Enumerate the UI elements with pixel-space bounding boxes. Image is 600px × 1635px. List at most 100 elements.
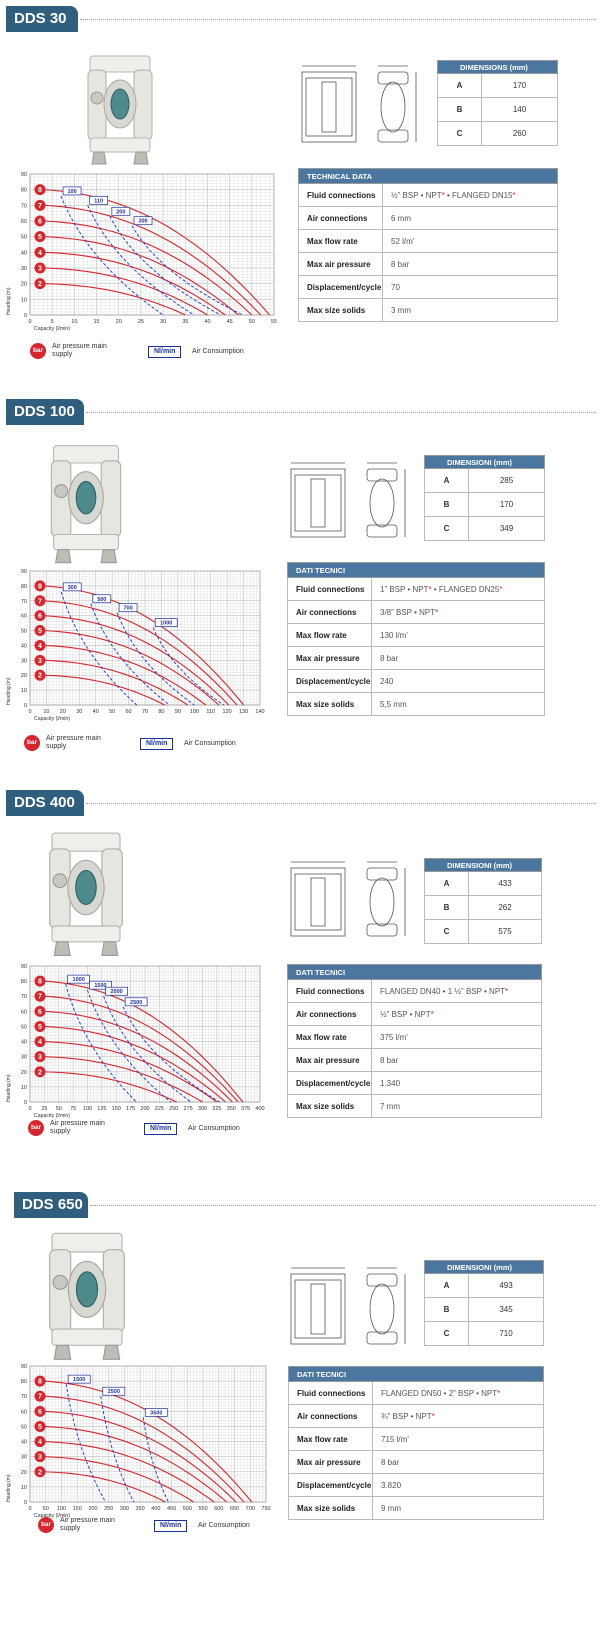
pressure-label-badge <box>34 595 46 607</box>
pressure-label-badge <box>34 1375 46 1387</box>
pressure-label: 8 <box>38 1379 42 1386</box>
pressure-label-badge <box>34 625 46 637</box>
x-tick-label: 125 <box>97 1106 106 1112</box>
x-tick-label: 550 <box>198 1506 207 1512</box>
front-view-outline <box>301 71 357 143</box>
x-tick-label: 30 <box>76 709 82 715</box>
pressure-label: 7 <box>38 1394 42 1401</box>
section-title: DDS 30 <box>6 6 78 32</box>
pump-foot <box>102 1344 121 1360</box>
pressure-label-badge <box>34 231 46 243</box>
air-label: 1000 <box>160 621 172 627</box>
pressure-label: 5 <box>38 1024 42 1031</box>
tech-value: 1” BSP • NPT* • FLANGED DN25* <box>371 577 545 601</box>
pump-port <box>54 484 69 499</box>
pump-image <box>87 55 153 165</box>
x-tick-label: 50 <box>43 1506 49 1512</box>
air-label: 200 <box>116 209 125 215</box>
tech-key: Air connections <box>287 1002 372 1026</box>
pump-right-chamber <box>102 1249 125 1332</box>
air-label: 1500 <box>73 1377 85 1383</box>
pressure-label-badge <box>34 1420 46 1432</box>
pressure-label: 4 <box>38 1039 42 1046</box>
x-tick-label: 10 <box>43 709 49 715</box>
chart-legend: bar Air pressure main supply Nl/min Air … <box>28 1120 288 1140</box>
air-consumption-curve <box>103 996 192 1103</box>
plot-frame <box>29 570 261 706</box>
pressure-legend-text: Air pressure main supply <box>60 1517 115 1532</box>
x-tick-label: 45 <box>227 319 233 325</box>
pump-left-chamber <box>49 1249 72 1332</box>
y-tick-label: 20 <box>21 282 27 288</box>
y-tick-label: 0 <box>24 703 27 709</box>
section-title: DDS 650 <box>14 1192 88 1218</box>
x-tick-label: 120 <box>223 709 232 715</box>
tech-key: Air connections <box>288 1404 373 1428</box>
x-tick-label: 50 <box>56 1106 62 1112</box>
pressure-label-badge <box>34 990 46 1002</box>
air-label-box <box>154 618 178 627</box>
bar-icon: bar <box>28 1120 44 1136</box>
x-tick-label: 0 <box>28 1506 31 1512</box>
tech-value: 9 mm <box>372 1496 544 1520</box>
side-view-top <box>366 867 398 881</box>
air-consumption-curve <box>100 1396 135 1503</box>
air-label-box <box>62 186 82 196</box>
pressure-label: 6 <box>38 1009 42 1016</box>
y-tick-label: 20 <box>21 1070 27 1076</box>
pressure-curve <box>44 236 239 316</box>
y-tick-label: 70 <box>21 994 27 1000</box>
y-tick-label: 10 <box>21 688 27 694</box>
technical-drawing <box>290 1267 406 1345</box>
y-tick-label: 0 <box>24 1100 27 1106</box>
pressure-curve <box>43 1041 218 1103</box>
chart-legend: bar Air pressure main supply Nl/min Air … <box>24 735 284 755</box>
pump-image <box>50 445 122 564</box>
dim-value: 493 <box>468 1273 544 1298</box>
pressure-label-badge <box>34 184 46 196</box>
pressure-legend-text: Air pressure main supply <box>50 1120 105 1135</box>
pump-diaphragm <box>75 480 97 515</box>
air-consumption-text: Air Consumption <box>184 740 236 747</box>
y-tick-label: 40 <box>21 643 27 649</box>
air-consumption-curve <box>87 990 172 1103</box>
air-label-box <box>67 974 91 984</box>
side-view-body <box>380 81 406 133</box>
tech-value: 715 l/m’ <box>372 1427 544 1451</box>
pressure-label: 4 <box>38 250 42 257</box>
air-label-box <box>118 603 138 613</box>
x-tick-label: 375 <box>241 1106 250 1112</box>
x-tick-label: 0 <box>28 319 31 325</box>
x-tick-label: 50 <box>249 319 255 325</box>
pressure-label: 6 <box>38 613 42 620</box>
section-title: DDS 100 <box>6 399 84 425</box>
pressure-curve <box>43 644 207 706</box>
side-view-top <box>377 71 409 85</box>
pump-foot <box>101 941 119 957</box>
y-axis-label: Heading (m) <box>6 1074 12 1102</box>
dim-key: C <box>424 919 469 944</box>
pressure-label: 3 <box>38 266 42 273</box>
pressure-curve <box>44 283 186 316</box>
nl-min-box: Nl/min <box>154 1520 188 1532</box>
x-tick-label: 10 <box>71 319 77 325</box>
x-tick-label: 200 <box>140 1106 149 1112</box>
pump-left-chamber <box>87 69 107 141</box>
air-label: 700 <box>123 606 132 612</box>
dim-value: 575 <box>468 919 542 944</box>
x-tick-label: 60 <box>126 709 132 715</box>
y-tick-label: 60 <box>21 1009 27 1015</box>
y-tick-label: 60 <box>21 1409 27 1415</box>
front-view-center <box>310 1283 326 1335</box>
dim-key: C <box>424 1321 469 1346</box>
x-tick-label: 300 <box>120 1506 129 1512</box>
air-label: 300 <box>138 219 147 225</box>
pressure-label-badge <box>34 1451 46 1463</box>
x-tick-label: 0 <box>28 709 31 715</box>
air-consumption-curve <box>65 1384 106 1503</box>
tech-key: Displacement/cycle <box>298 275 383 299</box>
x-tick-label: 350 <box>136 1506 145 1512</box>
pressure-curve <box>44 1441 215 1503</box>
